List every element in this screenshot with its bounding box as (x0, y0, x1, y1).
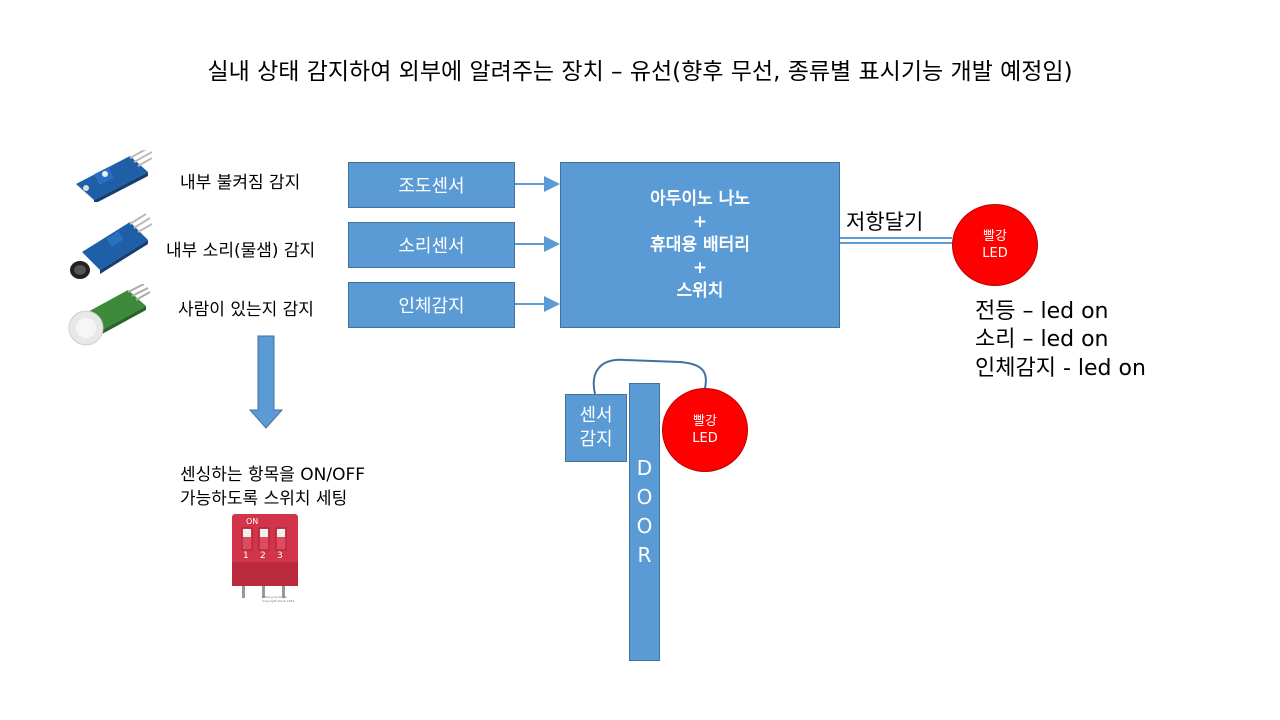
wire-controller-to-led (840, 237, 952, 244)
controller-line-1: 아두이노 나노 (650, 188, 750, 209)
controller-plus-1: + (692, 211, 708, 232)
door-letter: R (637, 543, 652, 567)
door-led-color: 빨강 (693, 414, 717, 429)
status-sound: 소리 – led on (975, 327, 1109, 352)
door-sensor-line-2: 감지 (579, 429, 613, 450)
dip-fine-print-2: Copyright Kolob 2015 (262, 599, 295, 603)
switch-note-line-1: 센싱하는 항목을 ON/OFF (180, 465, 366, 485)
dip-number-3: 3 (277, 551, 283, 561)
main-led-type: LED (982, 246, 1008, 261)
pir-sensor-box: 인체감지 (348, 282, 515, 328)
status-light: 전등 – led on (975, 299, 1109, 324)
dip-fine-print-1: Fritzing by Kolob (262, 595, 287, 599)
status-presence: 인체감지 - led on (975, 356, 1146, 381)
sound-detect-label: 내부 소리(물샘) 감지 (166, 241, 316, 261)
door-led-type: LED (692, 431, 718, 446)
presence-detect-label: 사람이 있는지 감지 (178, 300, 314, 320)
pir-sensor-label: 인체감지 (398, 296, 465, 317)
door-letter: O (636, 485, 653, 509)
door-sensor-line-1: 센서 (579, 405, 613, 426)
dip-on-label: ON (246, 517, 258, 526)
sound-sensor-label: 소리센서 (398, 236, 465, 257)
sound-sensor-box: 소리센서 (348, 222, 515, 268)
page-title: 실내 상태 감지하여 외부에 알려주는 장치 – 유선(향후 무선, 종류별 표… (207, 59, 1073, 85)
dip-number-1: 1 (243, 551, 249, 561)
door-letter: O (636, 514, 653, 538)
pir-sensor-module-icon (68, 284, 150, 346)
door-sensor-box: 센서 감지 (565, 394, 627, 462)
door-led: 빨강 LED (662, 388, 748, 472)
door-sensor-wire (592, 358, 707, 395)
light-sensor-module-icon (76, 150, 152, 202)
dip-switch-icon: ON 1 2 3 Fritzing by Kolob Copyright Kol… (232, 514, 298, 603)
sound-sensor-module-icon (70, 213, 152, 279)
door-box: D O O R (629, 383, 660, 661)
down-arrow-icon (248, 335, 284, 429)
controller-plus-2: + (692, 257, 708, 278)
light-sensor-label: 조도센서 (398, 176, 465, 197)
controller-line-3: 스위치 (676, 280, 724, 301)
main-led: 빨강 LED (952, 204, 1038, 286)
controller-box: 아두이노 나노 + 휴대용 배터리 + 스위치 (560, 162, 840, 328)
light-sensor-box: 조도센서 (348, 162, 515, 208)
switch-note-line-2: 가능하도록 스위치 세팅 (180, 489, 348, 509)
dip-number-2: 2 (260, 551, 266, 561)
light-detect-label: 내부 불켜짐 감지 (180, 173, 301, 193)
controller-line-2: 휴대용 배터리 (650, 234, 750, 255)
main-led-color: 빨강 (983, 229, 1007, 244)
resistor-label: 저항달기 (846, 210, 924, 234)
door-letter: D (636, 456, 653, 480)
